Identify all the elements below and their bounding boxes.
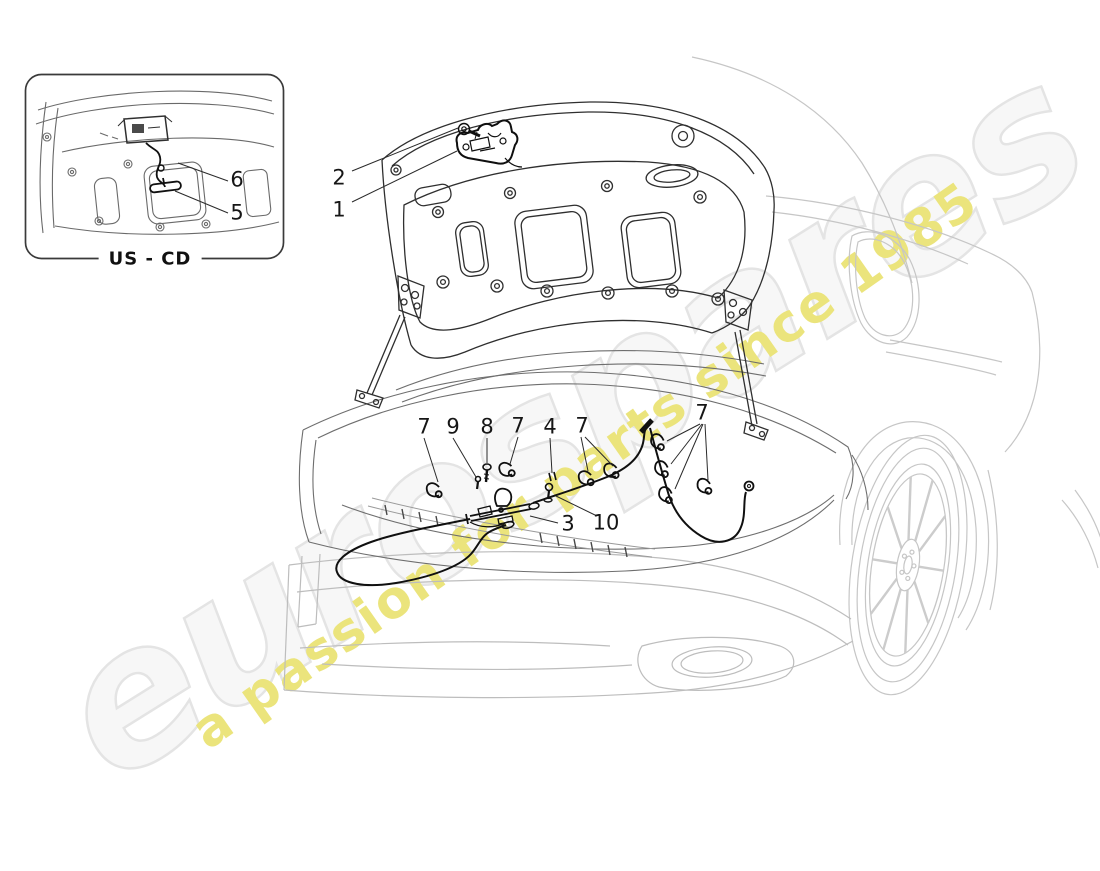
callout-3[interactable]: 3 [561, 511, 575, 536]
cable-clips [424, 431, 716, 506]
inset-latch-box [117, 115, 173, 144]
rear-bumper-drawing [283, 551, 854, 699]
car-body-outline [691, 56, 1100, 631]
callout-7c[interactable]: 7 [575, 413, 589, 438]
release-lever [465, 487, 540, 528]
callout-1[interactable]: 1 [332, 197, 346, 222]
callout-7b[interactable]: 7 [511, 413, 525, 438]
lock-screw [457, 122, 481, 140]
leader-lines [351, 127, 709, 524]
rear-wheel-drawing [848, 434, 968, 696]
lid-bolt-holes [431, 179, 725, 306]
diagram-line-art [24, 56, 1100, 699]
callout-7a[interactable]: 7 [417, 414, 431, 439]
lid-hinges-struts [354, 275, 769, 441]
release-cable-assembly [335, 418, 755, 587]
trunk-lid-drawing [354, 101, 775, 441]
latch-assembly [455, 119, 523, 168]
inset-callout-5[interactable]: 5 [230, 200, 244, 225]
callout-2[interactable]: 2 [332, 165, 346, 190]
cable-fasteners [474, 463, 557, 503]
sill-marks [367, 497, 656, 558]
inset-variant-label: US - CD [98, 248, 202, 270]
inset-box [24, 73, 285, 260]
callout-9[interactable]: 9 [446, 414, 460, 439]
inset-release-cable [145, 142, 182, 194]
inset-leader-lines [174, 162, 229, 214]
parts-diagram-page: { "watermark": { "brand_text": "eurospar… [17, 19, 1100, 826]
callout-8[interactable]: 8 [480, 414, 494, 439]
callout-7d[interactable]: 7 [695, 400, 709, 425]
inset-callout-6[interactable]: 6 [230, 167, 244, 192]
callout-10[interactable]: 10 [592, 510, 620, 535]
inset-drawing [35, 90, 280, 235]
callout-4[interactable]: 4 [543, 414, 557, 439]
